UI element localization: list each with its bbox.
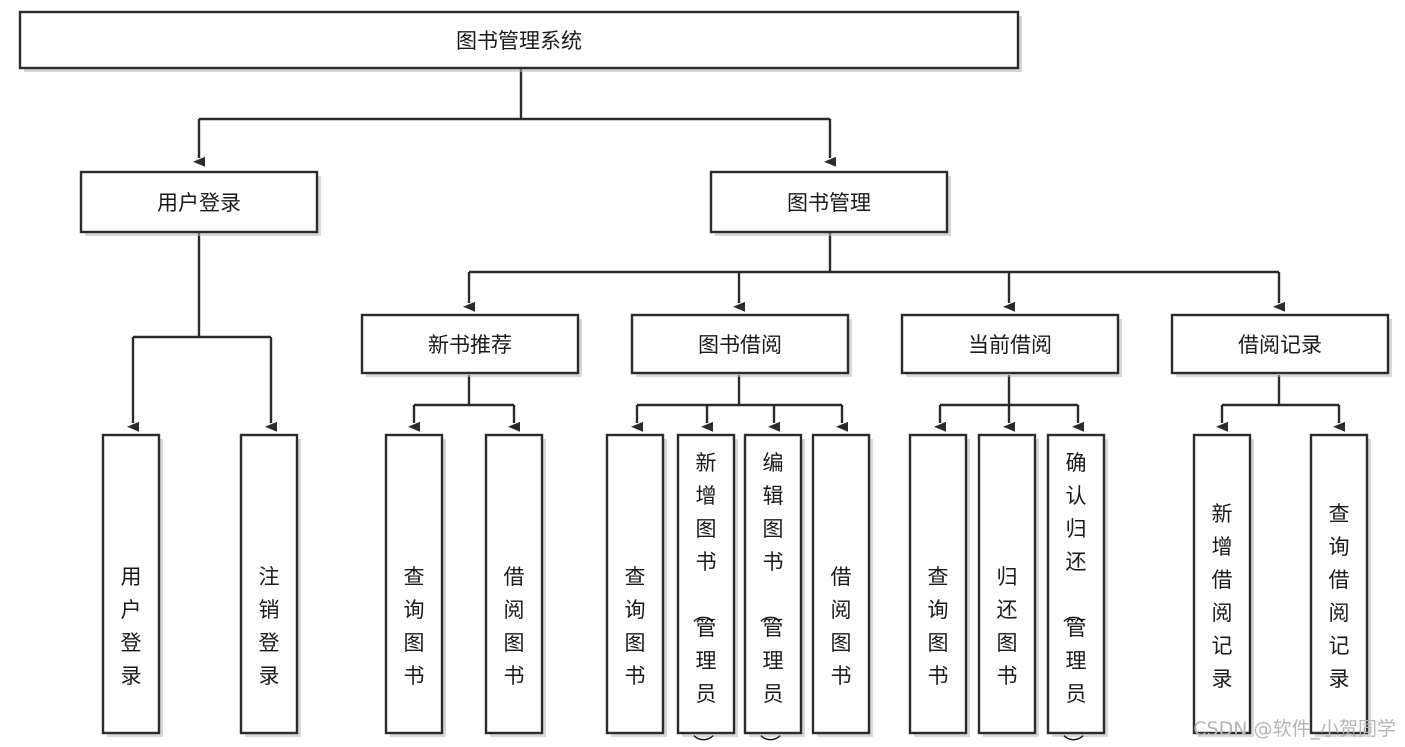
leaf-new-book-borrow[interactable]: 借阅图书 [484, 433, 546, 737]
node-root-system[interactable]: 图书管理系统 [18, 10, 1022, 72]
csdn-watermark: CSDN @软件_小贺同学 [1193, 718, 1396, 740]
leaf-record-add-record[interactable]: 新增借阅记录 [1192, 433, 1254, 737]
node-current-borrow[interactable]: 当前借阅 [900, 313, 1122, 377]
node-new-book-recommend-label: 新书推荐 [428, 333, 512, 357]
node-user-login-label: 用户登录 [157, 191, 241, 215]
node-book-management[interactable]: 图书管理 [709, 170, 951, 236]
leaf-borrow-borrow-book-label: 借阅图书 [831, 565, 852, 688]
leaf-new-book-borrow-label: 借阅图书 [504, 565, 525, 688]
leaf-current-query-book-label: 查询图书 [928, 565, 949, 688]
leaf-current-confirm-return[interactable]: 确认归还（管理员） [1046, 433, 1108, 747]
leaf-user-login-signout[interactable]: 注销登录 [239, 433, 301, 737]
leaf-user-login-signin[interactable]: 用户登录 [101, 433, 163, 737]
node-book-borrow-label: 图书借阅 [698, 333, 782, 357]
leaf-record-query-record-label: 查询借阅记录 [1329, 502, 1350, 691]
leaf-user-login-signin-label: 用户登录 [121, 565, 142, 688]
leaf-current-return-book[interactable]: 归还图书 [977, 433, 1039, 737]
leaf-record-add-record-label: 新增借阅记录 [1212, 502, 1233, 691]
node-book-borrow[interactable]: 图书借阅 [630, 313, 852, 377]
leaf-borrow-add-book[interactable]: 新增图书（管理员） [676, 433, 738, 747]
leaf-new-book-query-label: 查询图书 [404, 565, 425, 688]
leaf-borrow-borrow-book[interactable]: 借阅图书 [811, 433, 873, 737]
node-borrow-record[interactable]: 借阅记录 [1170, 313, 1392, 377]
leaf-user-login-signout-label: 注销登录 [259, 565, 280, 688]
node-borrow-record-label: 借阅记录 [1238, 333, 1322, 357]
leaf-borrow-query-book-label: 查询图书 [625, 565, 646, 688]
node-user-login[interactable]: 用户登录 [79, 170, 321, 236]
leaf-current-return-book-label: 归还图书 [997, 565, 1018, 688]
leaf-borrow-edit-book[interactable]: 编辑图书（管理员） [743, 433, 805, 747]
leaf-borrow-add-book-label: 新增图书（管理员） [691, 451, 717, 747]
leaf-borrow-edit-book-label: 编辑图书（管理员） [758, 451, 784, 747]
leaf-record-query-record[interactable]: 查询借阅记录 [1309, 433, 1371, 737]
node-root-system-label: 图书管理系统 [456, 29, 582, 53]
node-book-management-label: 图书管理 [787, 191, 871, 215]
leaf-new-book-query[interactable]: 查询图书 [384, 433, 446, 737]
node-current-borrow-label: 当前借阅 [968, 333, 1052, 357]
leaf-current-query-book[interactable]: 查询图书 [908, 433, 970, 737]
leaf-current-confirm-return-label: 确认归还（管理员） [1061, 451, 1087, 747]
leaf-borrow-query-book[interactable]: 查询图书 [605, 433, 667, 737]
node-new-book-recommend[interactable]: 新书推荐 [360, 313, 582, 377]
connector-layer [127, 68, 1345, 432]
